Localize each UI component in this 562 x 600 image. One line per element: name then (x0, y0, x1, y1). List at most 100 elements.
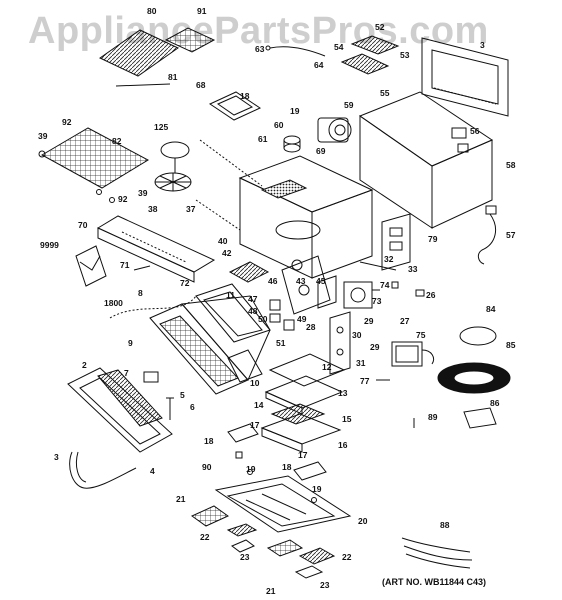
fan-motor-59 (317, 117, 352, 143)
callout-9: 9 (128, 338, 133, 348)
manual-9999 (75, 245, 107, 287)
callout-68: 68 (196, 80, 206, 90)
callout-70: 70 (78, 220, 88, 230)
callout-69: 69 (316, 146, 326, 156)
callout-72: 72 (180, 278, 190, 288)
callout-27: 27 (400, 316, 410, 326)
callout-88: 88 (440, 520, 450, 530)
callout-1800: 1800 (104, 298, 123, 308)
callout-86: 86 (490, 398, 500, 408)
callout-60: 60 (274, 120, 284, 130)
callout-81: 81 (168, 72, 178, 82)
callout-58: 58 (506, 160, 516, 170)
filter-91 (164, 27, 216, 53)
oven-rack-82 (40, 127, 150, 189)
callout-21a: 21 (176, 494, 186, 504)
callout-125: 125 (154, 122, 168, 132)
callout-20: 20 (358, 516, 368, 526)
callout-38: 38 (148, 204, 158, 214)
seal-ring-84 (459, 326, 497, 346)
callout-10: 10 (250, 378, 260, 388)
callout-13: 13 (338, 388, 348, 398)
fan-60 (283, 135, 301, 153)
callout-2: 2 (82, 360, 87, 370)
watermark: AppliancePartsPros.com (28, 10, 489, 52)
callout-23a: 23 (240, 552, 250, 562)
turntable-support-38 (154, 172, 192, 192)
callout-54: 54 (334, 42, 344, 52)
outer-case-58 (358, 91, 494, 229)
callout-48: 48 (248, 306, 258, 316)
callout-16: 16 (338, 440, 348, 450)
callout-5: 5 (180, 390, 185, 400)
callout-18a: 18 (240, 91, 250, 101)
callout-29b: 29 (370, 342, 380, 352)
callout-92b: 92 (118, 194, 128, 204)
callout-19a: 19 (290, 106, 300, 116)
callout-77: 77 (360, 376, 370, 386)
callout-17b: 17 (298, 450, 308, 460)
vent-grille-70 (96, 215, 216, 283)
callout-9999: 9999 (40, 240, 59, 250)
filter-21a (191, 505, 229, 527)
callout-55: 55 (380, 88, 390, 98)
back-panel-3 (421, 37, 509, 117)
callout-74: 74 (380, 280, 390, 290)
bottom-plate-20 (214, 475, 352, 533)
callout-82: 82 (112, 136, 122, 146)
callout-73: 73 (372, 296, 382, 306)
callout-11: 11 (226, 290, 235, 300)
outer-door-2 (67, 367, 173, 453)
callout-91: 91 (197, 6, 207, 16)
callout-92a: 92 (62, 117, 72, 127)
callout-47: 47 (248, 294, 258, 304)
callout-59: 59 (344, 100, 354, 110)
callout-8: 8 (138, 288, 143, 298)
callout-80: 80 (147, 6, 157, 16)
magnetron-73 (343, 281, 380, 309)
callout-75: 75 (416, 330, 426, 340)
oven-cavity (238, 155, 374, 279)
callout-49: 49 (297, 314, 307, 324)
callout-89: 89 (428, 412, 438, 422)
callout-32: 32 (384, 254, 394, 264)
callout-37: 37 (186, 204, 196, 214)
transformer-75 (391, 341, 435, 367)
filter-21b (266, 539, 304, 557)
callout-19b: 19 (246, 464, 256, 474)
callout-31: 31 (356, 358, 366, 368)
callout-23b: 23 (320, 580, 330, 590)
callout-51: 51 (276, 338, 286, 348)
callout-28: 28 (306, 322, 316, 332)
roller-ring-125 (160, 141, 190, 173)
callout-6: 6 (190, 402, 195, 412)
callout-29a: 29 (364, 316, 374, 326)
callout-33: 33 (408, 264, 418, 274)
callout-61: 61 (258, 134, 268, 144)
charcoal-filter-54 (340, 53, 390, 75)
callout-52: 52 (375, 22, 385, 32)
callout-57: 57 (506, 230, 516, 240)
cover-68 (208, 91, 262, 121)
panel-12 (268, 353, 346, 387)
tray-15-16 (260, 413, 342, 453)
callout-15: 15 (342, 414, 352, 424)
callout-84: 84 (486, 304, 496, 314)
callout-85: 85 (506, 340, 516, 350)
callout-22b: 22 (342, 552, 352, 562)
callout-39b: 39 (138, 188, 148, 198)
callout-43: 43 (296, 276, 306, 286)
art-number: (ART NO. WB11844 C43) (382, 577, 487, 587)
callout-12: 12 (322, 362, 332, 372)
callout-30: 30 (352, 330, 362, 340)
callout-71: 71 (120, 260, 130, 270)
callout-3b: 3 (54, 452, 59, 462)
callout-4: 4 (150, 466, 155, 476)
callout-90: 90 (202, 462, 212, 472)
callout-22a: 22 (200, 532, 210, 542)
turntable-85 (437, 362, 511, 394)
callout-26: 26 (426, 290, 436, 300)
callout-21b: 21 (266, 586, 276, 596)
